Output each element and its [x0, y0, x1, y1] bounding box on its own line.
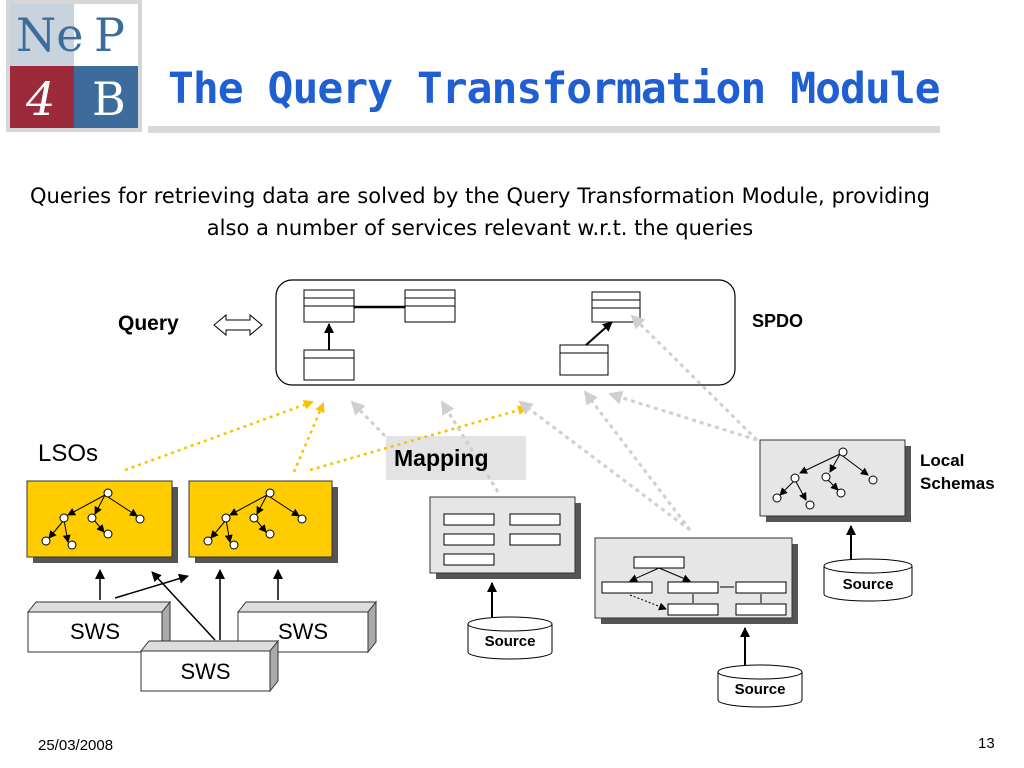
- logo-graphic: [10, 4, 138, 128]
- grey-mapping-arrows: [350, 314, 759, 532]
- intro-paragraph: Queries for retrieving data are solved b…: [30, 184, 930, 240]
- local-schemas-line2: Schemas: [920, 474, 995, 493]
- sws-label-2: SWS: [277, 619, 329, 644]
- query-double-arrow: [213, 313, 263, 337]
- yellow-mapping-arrows: [124, 400, 528, 473]
- logo-text-ne: Ne: [16, 8, 84, 62]
- lso-box-2: [188, 480, 338, 563]
- slide-title: The Query Transformation Module: [168, 64, 941, 114]
- page-number: 13: [978, 735, 995, 752]
- mapping-label: Mapping: [394, 445, 489, 471]
- source-cylinder-2: [717, 627, 803, 708]
- spdo-label: SPDO: [752, 311, 804, 331]
- source-label-3: Source: [842, 576, 894, 593]
- mapping-box: [386, 436, 526, 480]
- logo-text-b: B: [92, 72, 126, 126]
- sws-box-3: [139, 639, 280, 693]
- sws-label-3: SWS: [180, 659, 231, 684]
- local-schemas-label: Local Schemas: [920, 449, 995, 495]
- sws-box-1: [26, 600, 172, 654]
- lso-box-1: [26, 480, 178, 563]
- source-label-1: Source: [484, 633, 536, 650]
- lsos-label: LSOs: [38, 440, 99, 467]
- relational-schema-box: [429, 496, 581, 579]
- footer-date: 25/03/2008: [38, 737, 114, 754]
- sws-lso-arrows: [95, 569, 283, 641]
- er-schema-box: [594, 537, 798, 624]
- source-cylinder-1: [467, 582, 553, 660]
- logo-text-p: P: [94, 8, 125, 62]
- title-underline: [148, 126, 940, 133]
- source-label-2: Source: [734, 681, 786, 698]
- logo-text-4: 4: [26, 72, 56, 126]
- spdo-box: [275, 279, 736, 386]
- local-schemas-line1: Local: [920, 451, 965, 470]
- sws-label-1: SWS: [69, 619, 121, 644]
- query-label: Query: [118, 312, 179, 335]
- source-cylinder-3: [823, 525, 913, 602]
- nep4b-logo: Ne P 4 B: [6, 0, 142, 132]
- tree-schema-box: [759, 439, 911, 522]
